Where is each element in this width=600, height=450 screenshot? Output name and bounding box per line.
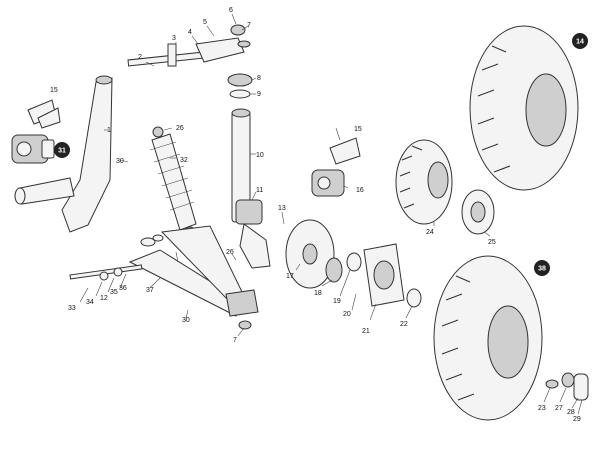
- label-4: 4: [188, 29, 192, 36]
- callout-38: 38: [534, 260, 550, 276]
- label-28: 28: [567, 409, 575, 416]
- lower-a-arm: [69, 225, 259, 330]
- label-34: 34: [86, 299, 94, 306]
- hub-bearings: [325, 243, 422, 308]
- label-11: 11: [256, 187, 263, 194]
- label-10: 10: [256, 152, 264, 159]
- label-32: 32: [180, 157, 188, 164]
- brake-caliper-left: [11, 134, 55, 164]
- label-12: 12: [100, 295, 108, 302]
- brake-pad-left: [27, 99, 61, 129]
- label-18: 18: [314, 290, 322, 297]
- wheel-rim: [461, 189, 495, 235]
- brake-pad-right: [329, 137, 361, 165]
- large-tire-top: [469, 25, 579, 191]
- small-tire: [395, 139, 453, 225]
- label-27: 27: [555, 405, 563, 412]
- label-30-bottom: 30: [182, 317, 190, 324]
- label-25: 25: [488, 239, 496, 246]
- label-21: 21: [362, 328, 370, 335]
- label-15-left: 15: [50, 87, 58, 94]
- upper-arm: [127, 24, 251, 67]
- label-17: 17: [286, 273, 294, 280]
- label-8: 8: [257, 75, 261, 82]
- label-22: 22: [400, 321, 408, 328]
- label-3: 3: [172, 35, 176, 42]
- label-26-bottom: 26: [226, 249, 234, 256]
- svg-text:38: 38: [538, 266, 546, 273]
- label-26-top: 26: [176, 125, 184, 132]
- label-2: 2: [138, 54, 142, 61]
- label-24: 24: [426, 229, 434, 236]
- label-7-bottom: 7: [233, 337, 237, 344]
- shock-absorber: [149, 126, 197, 238]
- label-35: 35: [110, 289, 118, 296]
- label-1: 1: [107, 127, 111, 134]
- brake-caliper-right: [311, 169, 345, 197]
- callout-14: 14: [572, 33, 588, 49]
- lug-nuts-cap: [545, 372, 589, 401]
- svg-text:31: 31: [58, 148, 66, 155]
- label-16: 16: [356, 187, 364, 194]
- label-7-top: 7: [247, 22, 251, 29]
- label-13: 13: [278, 205, 286, 212]
- center-strut: [231, 108, 271, 269]
- label-19: 19: [333, 298, 341, 305]
- label-29: 29: [573, 416, 581, 423]
- label-33: 33: [68, 305, 76, 312]
- label-9: 9: [257, 91, 261, 98]
- label-36: 36: [119, 285, 127, 292]
- label-6: 6: [229, 7, 233, 14]
- bushings-upper: [227, 73, 253, 99]
- svg-text:14: 14: [576, 39, 584, 46]
- callout-31: 31: [54, 142, 70, 158]
- label-20: 20: [343, 311, 351, 318]
- brake-disc: [285, 219, 335, 289]
- label-5: 5: [203, 19, 207, 26]
- steering-knuckle-left: [14, 75, 113, 233]
- label-30-left: 30: [116, 158, 124, 165]
- label-23: 23: [538, 405, 546, 412]
- label-15-right: 15: [354, 126, 362, 133]
- large-tire-bottom: [433, 255, 543, 421]
- label-37: 37: [146, 287, 154, 294]
